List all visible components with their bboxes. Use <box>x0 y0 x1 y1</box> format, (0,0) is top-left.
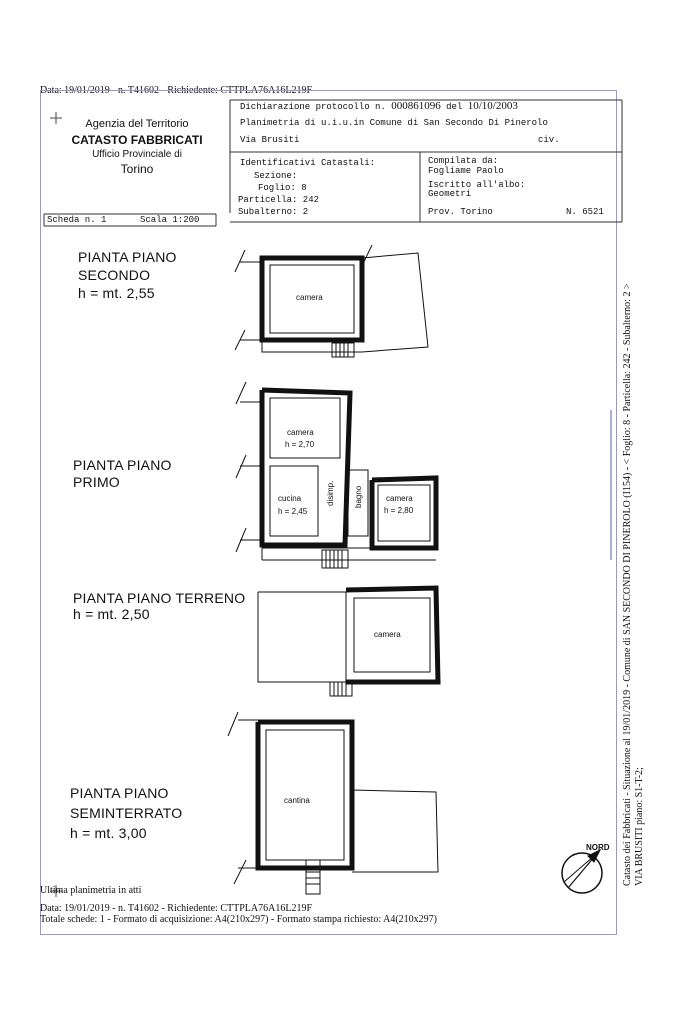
declaration-date: 10/10/2003 <box>467 100 518 112</box>
plan-primo <box>235 381 439 569</box>
identificativi-particella: Particella: 242 <box>238 195 320 205</box>
floor-secondo-height: h = mt. 2,55 <box>78 285 155 301</box>
identificativi-subalterno: Subalterno: 2 <box>238 207 309 217</box>
room-height: h = 2,80 <box>384 506 414 515</box>
room-label: cucina <box>278 494 302 503</box>
north-arrow-icon <box>561 848 603 894</box>
compilata-prov: Prov. Torino <box>428 207 493 217</box>
compilata-albo: Iscritto all'albo: <box>428 180 526 190</box>
scheda-scale: Scala 1:200 <box>140 215 200 225</box>
declaration-label: Dichiarazione protocollo n. <box>240 102 386 112</box>
floor-seminterrato-title: PIANTA PIANO SEMINTERRATO h = mt. 3,00 <box>70 785 182 841</box>
compilata-albo-value: Geometri <box>428 189 472 199</box>
identificativi-sezione: Sezione: <box>254 171 298 181</box>
plan-secondo <box>234 244 429 358</box>
identificativi-title: Identificativi Catastali: <box>240 158 376 168</box>
floor-primo-title-1: PIANTA PIANO <box>73 457 172 473</box>
declaration-number: 000861096 <box>391 100 441 112</box>
ufficio-label: Ufficio Provinciale di <box>92 149 182 160</box>
room-height: h = 2,70 <box>285 440 315 449</box>
room-height: h = 2,45 <box>278 507 308 516</box>
compilata-number: N. 6521 <box>566 207 604 217</box>
declaration-del: del <box>446 102 463 112</box>
bottom-request-line: Data: 19/01/2019 - n. T41602 - Richieden… <box>40 903 313 914</box>
room-label: camera <box>287 428 314 437</box>
room-label: camera <box>374 630 401 639</box>
room-label-vertical: bagno <box>354 485 363 508</box>
floor-primo-title: PIANTA PIANO PRIMO <box>73 457 172 490</box>
side-text-main: Catasto dei Fabbricati - Situazione al 1… <box>622 283 633 886</box>
compilata-title: Compilata da: <box>428 156 499 166</box>
floor-seminterrato-title-2: SEMINTERRATO <box>70 805 183 821</box>
floor-secondo-title-2: SECONDO <box>78 267 151 283</box>
province-name: Torino <box>120 162 154 176</box>
compilata-name: Fogliame Paolo <box>428 166 504 176</box>
address-via: Via Brusiti <box>240 135 300 145</box>
floor-seminterrato-height: h = mt. 3,00 <box>70 825 147 841</box>
room-label: camera <box>386 494 413 503</box>
floor-secondo-title-1: PIANTA PIANO <box>78 249 177 265</box>
scheda-number: Scheda n. 1 <box>47 215 107 225</box>
floor-terreno-height: h = mt. 2,50 <box>73 606 150 622</box>
room-label: cantina <box>284 796 310 805</box>
last-plan-note: Ultima planimetria in atti <box>40 885 142 896</box>
planimetria-line: Planimetria di u.i.u.in Comune di San Se… <box>240 118 548 128</box>
floor-terreno-title: PIANTA PIANO TERRENO h = mt. 2,50 <box>73 590 245 622</box>
floor-secondo-title: PIANTA PIANO SECONDO h = mt. 2,55 <box>78 249 177 301</box>
floor-primo-title-2: PRIMO <box>73 474 120 490</box>
plan-terreno <box>257 585 441 697</box>
side-text-address: VIA BRUSITI piano: S1-T-2; <box>634 767 645 886</box>
room-label: camera <box>296 293 323 302</box>
identificativi-foglio: Foglio: 8 <box>258 183 307 193</box>
bottom-format-line: Totale schede: 1 - Formato di acquisizio… <box>40 914 437 925</box>
declaration-line: Dichiarazione protocollo n. 000861096 de… <box>240 100 518 112</box>
sheet-border <box>40 90 617 935</box>
catasto-title: CATASTO FABBRICATI <box>71 133 203 147</box>
plan-seminterrato <box>227 711 439 895</box>
floor-seminterrato-title-1: PIANTA PIANO <box>70 785 169 801</box>
agency-block: Agenzia del Territorio CATASTO FABBRICAT… <box>44 118 230 176</box>
address-civ: civ. <box>538 135 560 145</box>
agency-name: Agenzia del Territorio <box>85 118 189 130</box>
room-label-vertical: disimp. <box>326 480 335 506</box>
north-label: NORD <box>586 843 610 852</box>
floor-terreno-title-1: PIANTA PIANO TERRENO <box>73 590 246 606</box>
